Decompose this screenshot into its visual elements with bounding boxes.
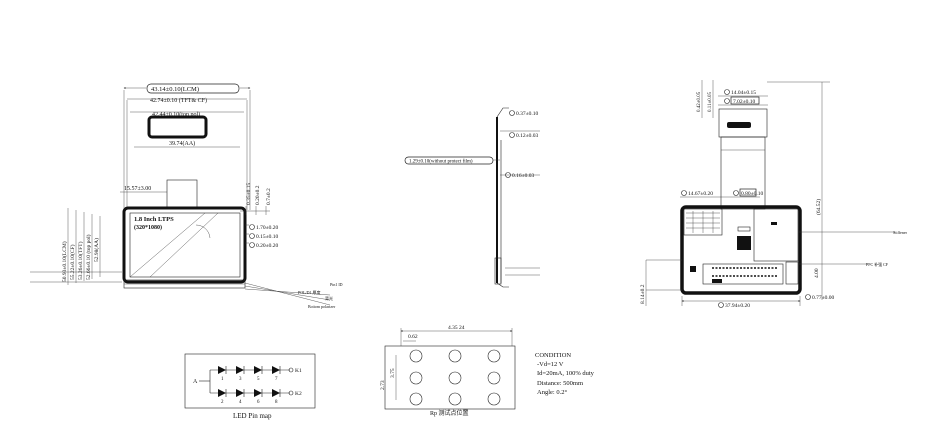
side-dim-1: 0.37±0.10 [516,111,539,117]
dim-h-pol: 52.66±0.10 (top pol) [85,234,92,280]
dim-h-cf: 55.22±0.10(CF) [69,244,76,280]
back-dim-bottom-right: 0.77±0.00 [812,295,835,301]
back-panel-outline [680,205,802,295]
svg-text:2: 2 [221,400,224,405]
fpc-neck [166,179,198,209]
svg-text:6: 6 [257,400,260,405]
dim-top-3: 0.7±0.2 [266,188,272,205]
svg-text:1: 1 [221,377,224,382]
side-view: 0.37±0.10 0.12±0.03 1.29±0.10(without pr… [404,107,540,288]
condition-block: CONDITION -Vd=12 V Id=20mA, 100% duty Di… [535,352,595,396]
panel-label-1: 1.8 Inch LTPS [134,216,174,223]
dim-width-pol: 42.44±0.10(top pol) [152,111,200,118]
side-dim-protect: 1.29±0.10(without protect film) [409,160,473,165]
ic-chip [737,236,751,250]
fpc-contact [727,122,751,128]
condition-line-2: Id=20mA, 100% duty [537,370,595,377]
led-pin-map: A 1 3 5 7 2 4 6 8 K1 K2 LED Pin map [184,353,316,420]
dim-side-3: 0.20±0.20 [256,243,279,249]
fpc-body [720,136,766,210]
front-view: 43.14±0.10(LCM) 42.74±0.10 (TFT& CF) 42.… [30,83,343,309]
svg-text:Bottom polarizer: Bottom polarizer [308,304,336,309]
led-k2-label: K2 [295,391,302,397]
back-dim-bottom-width: 37.94±0.20 [725,303,750,309]
dim-side-2: 0.15±0.10 [256,234,279,240]
tp-dim-side: 3.75 [390,368,396,378]
back-dim-fpc-2: 0.80±0.10 [741,191,764,197]
right-side-dims: 1.70±0.20 0.15±0.10 0.20±0.20 0.35±0.15 … [240,182,279,249]
tp-dim-height: 2.73 [380,380,386,390]
dim-h-lcm: 50.93±0.10(LCM) [61,241,68,282]
tp-dim-width: 4.35 24 [448,325,465,331]
condition-line-3: Distance: 500mm [537,380,583,387]
svg-text:Pin1 ID: Pin1 ID [330,282,343,287]
svg-text:POL/D1 厚度: POL/D1 厚度 [298,289,321,295]
dim-width-lcm: 43.14±0.10(LCM) [123,83,251,94]
led-anode-label: A [193,379,198,385]
back-dim-left-bottom: 8.14±0.2 [640,284,646,304]
tp-dim-pitch: 0.62 [408,334,418,340]
back-dim-top-width: 14.04±0.15 [731,90,756,96]
back-view: 0.42±0.05 0.11±0.05 14.04±0.15 7.02±0.10… [640,80,908,309]
back-dim-right-height: (64.52) [815,199,822,215]
lcm-outline [122,206,247,284]
stiffener-grid [686,211,720,233]
dim-h-tft: 53.26±0.10(TFT) [77,241,84,280]
back-dim-right-small: 4.00 [814,268,820,278]
diodes-bottom [218,389,281,397]
test-points: 4.35 24 0.62 2.73 3.75 Rp 测试点位置 [380,325,516,417]
test-points-label: Rp 测试点位置 [430,409,469,417]
fpc-connector-outline [147,115,208,139]
dim-h-aa: 52.98(AA) [93,238,100,262]
condition-line-1: -Vd=12 V [537,361,564,368]
back-dim-fpc-1: 14.67±0.20 [688,191,713,197]
dim-h-1557: 15.57±3.00 [124,186,151,192]
condition-line-4: Angle: 0.2° [537,389,567,396]
led-pin-map-label: LED Pin map [233,412,272,420]
back-dim-left-1: 0.42±0.05 [697,91,702,112]
back-note-1: Stiffener [893,230,908,235]
svg-text:5: 5 [257,377,260,382]
svg-text:8: 8 [275,400,278,405]
front-notes: Pin1 ID POL/D1 厚度 背光 Bottom polarizer [244,282,343,309]
led-k1-label: K1 [295,368,302,374]
back-dim-left-2: 0.11±0.05 [708,91,713,112]
back-dim-top-inner: 7.02±0.10 [733,99,756,105]
svg-text:7: 7 [275,377,278,382]
dim-top-1: 0.35±0.15 [246,182,252,205]
dim-width-aa: 39.74(AA) [169,140,195,147]
back-note-2: FPC 补强 CF [866,261,889,267]
svg-text:3: 3 [239,377,242,382]
side-dim-3: 0.16±0.03 [512,173,535,179]
svg-text:4: 4 [239,400,242,405]
dim-width-tft: 42.74±0.10 (TFT& CF) [150,97,207,104]
dim-top-2: 0.20±0.2 [255,185,261,205]
side-dim-2: 0.12±0.03 [516,133,539,139]
led-pin-map-frame [184,353,316,409]
svg-text:43.14±0.10(LCM): 43.14±0.10(LCM) [151,86,199,93]
active-area [129,212,241,278]
dim-side-1: 1.70±0.20 [256,225,279,231]
left-vertical-dims: 50.93±0.10(LCM) 55.22±0.10(CF) 53.26±0.1… [30,208,122,285]
test-point-circles [409,349,501,406]
svg-text:背光: 背光 [325,295,333,301]
test-points-frame [384,345,516,410]
condition-title: CONDITION [535,352,571,359]
panel-label-2: (320*1080) [134,224,162,231]
diodes-top [218,366,281,374]
